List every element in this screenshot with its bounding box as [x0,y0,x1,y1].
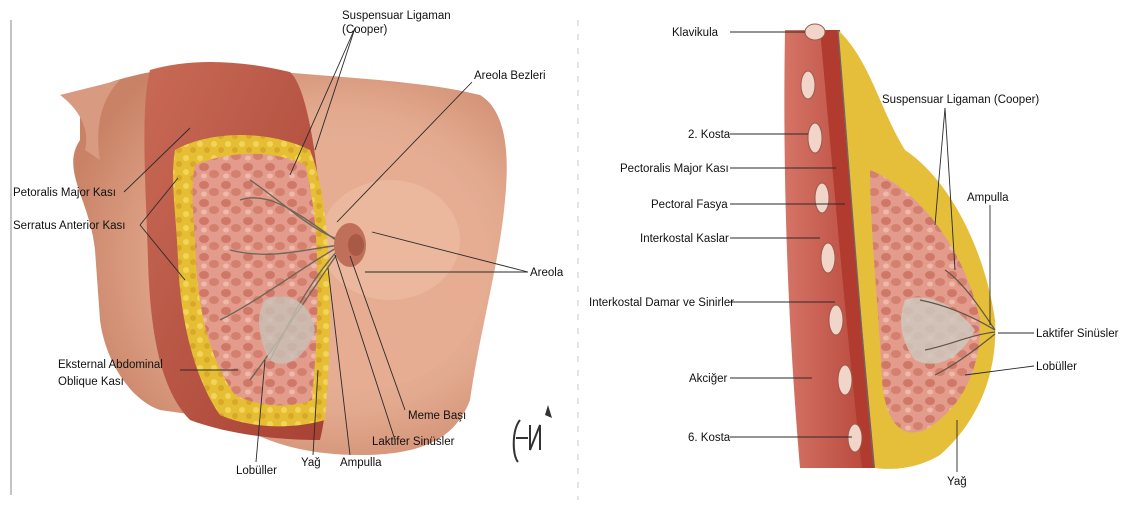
label-eksternal-abdominal: Eksternal Abdominal [58,359,163,371]
label-areola: Areola [530,267,564,279]
label-areola-bezleri: Areola Bezleri [474,70,546,82]
label-interkostal-damar: Interkostal Damar ve Sinirler [589,297,734,309]
label-ampulla: Ampulla [340,457,382,469]
right-breast-cross-section [784,24,995,469]
label-cooper: (Cooper) [342,24,388,36]
label-laktifer-right: Laktifer Sinüsler [1036,328,1119,340]
label-laktifer-sinusler: Laktifer Sinüsler [372,436,455,448]
label-pectoralis-major: Pectoralis Major Kası [620,163,729,175]
label-yag: Yağ [301,457,321,469]
signature-logo [514,405,552,462]
label-lobuller: Lobüller [236,465,277,477]
label-akciger: Akciğer [689,373,728,385]
label-yag-right: Yağ [947,476,967,488]
label-petoralis-major: Petoralis Major Kası [13,187,116,199]
label-suspensuar-cooper: Suspensuar Ligaman (Cooper) [882,94,1039,106]
label-klavikula: Klavikula [672,27,719,39]
label-meme-basi: Meme Başı [408,410,466,422]
label-lobuller-right: Lobüller [1036,361,1077,373]
label-oblique-kasi: Oblique Kası [58,376,124,388]
label-serratus-anterior: Serratus Anterior Kası [13,220,126,232]
label-suspensuar-ligaman: Suspensuar Ligaman [342,10,451,22]
clavicle-section [805,24,825,40]
label-pectoral-fasya: Pectoral Fasya [651,199,728,211]
nipple-shape [348,234,364,256]
label-6-kosta: 6. Kosta [688,432,731,444]
left-breast-illustration [60,62,552,462]
label-interkostal-kaslar: Interkostal Kaslar [640,233,729,245]
label-ampulla-right: Ampulla [967,192,1009,204]
label-2-kosta: 2. Kosta [688,129,731,141]
